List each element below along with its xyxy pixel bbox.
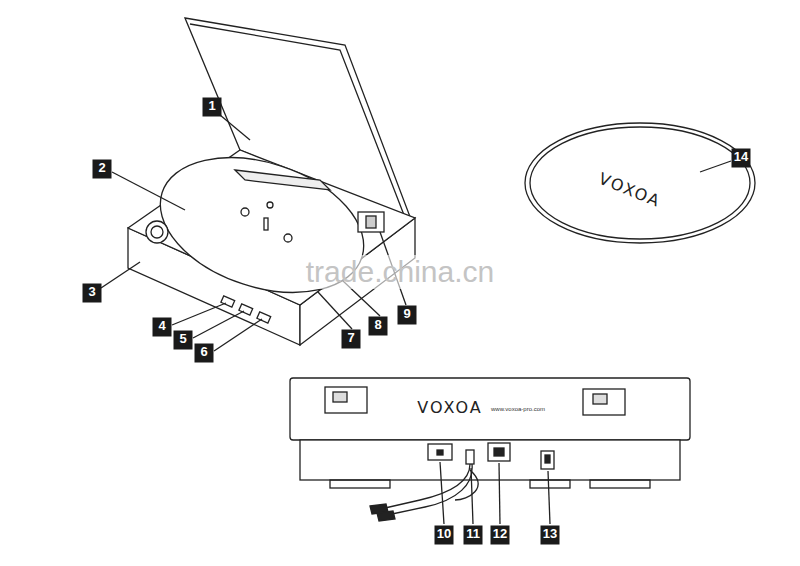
watermark: trade.china.cn [304, 255, 496, 289]
callout-number: 3 [83, 284, 102, 303]
callout-number: 5 [174, 331, 193, 350]
callout-number: 9 [398, 306, 417, 325]
callout-number: 14 [732, 149, 751, 168]
callout-number: 13 [541, 526, 560, 545]
callout-number: 6 [195, 344, 214, 363]
website-text: www.voxoa-pro.com [491, 406, 545, 412]
callout-number: 8 [369, 317, 388, 336]
callout-number: 4 [153, 318, 172, 337]
callout-number: 12 [491, 526, 510, 545]
callout-number: 7 [342, 330, 361, 349]
callout-number: 11 [464, 526, 483, 545]
brand-name: VOXOA [417, 398, 482, 417]
callout-number: 2 [93, 160, 112, 179]
callout-number: 1 [203, 98, 222, 117]
callout-number: 10 [435, 526, 454, 545]
